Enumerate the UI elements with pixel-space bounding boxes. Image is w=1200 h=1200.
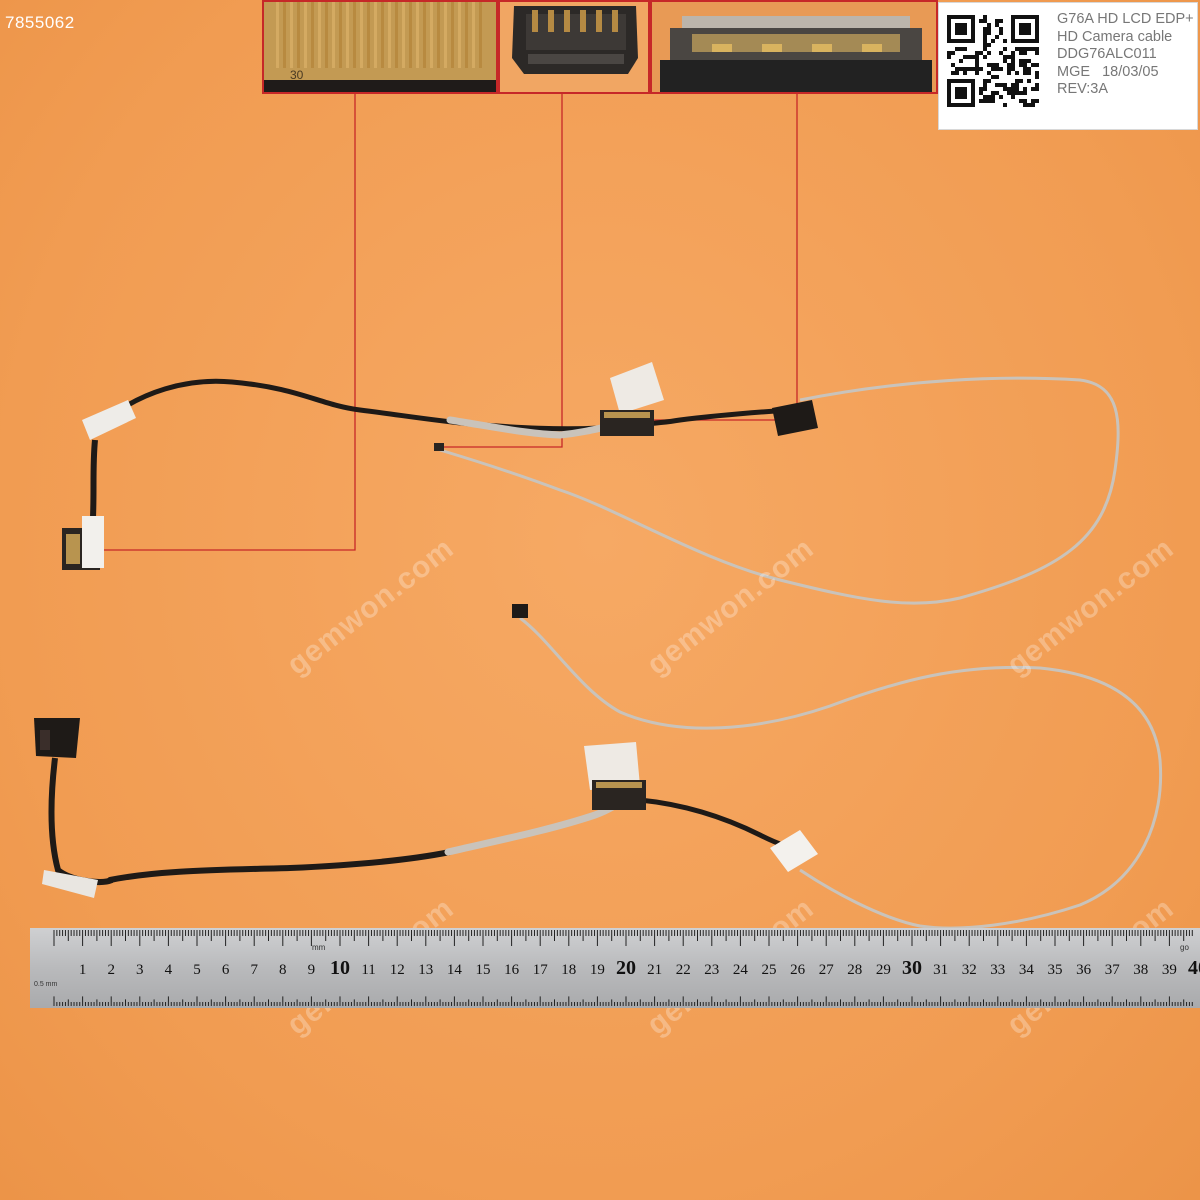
cable-assembly-top [62, 362, 1120, 605]
ruler-number: 12 [390, 962, 405, 978]
ruler-unit: mm [312, 943, 326, 952]
ruler-number: 17 [533, 962, 549, 978]
qr-code [947, 15, 1039, 107]
ruler-number: 15 [476, 962, 491, 978]
ruler-number: 19 [590, 962, 605, 978]
label-part-number: DDG76ALC011 [1057, 46, 1157, 62]
ruler-number: 1 [79, 962, 87, 978]
callout-line-camera [440, 94, 563, 448]
ruler-number: 24 [733, 962, 749, 978]
ruler-number: 37 [1105, 962, 1121, 978]
camera-connector-closeup [498, 0, 650, 94]
ruler-number: 25 [762, 962, 777, 978]
ruler-number: 35 [1048, 962, 1063, 978]
callout-line-lcd-end [90, 94, 356, 551]
label-date: MGE 18/03/05 [1057, 63, 1159, 80]
label-model: G76A HD LCD EDP+ [1057, 11, 1194, 27]
ruler-number: 14 [447, 962, 463, 978]
label-revision: REV:3A [1057, 81, 1109, 97]
callout-line-lcd-board [650, 94, 798, 421]
ruler-number: 3 [136, 962, 144, 978]
connector-pins-closeup: 30 [262, 0, 498, 94]
ruler-number: 26 [790, 962, 806, 978]
ruler-number: 36 [1076, 962, 1092, 978]
ruler-number: 29 [876, 962, 891, 978]
ruler-number: 10 [330, 957, 350, 979]
ruler-number: 6 [222, 962, 230, 978]
lcd-connector-image [652, 2, 936, 92]
cable-assembly-bottom [34, 604, 1163, 930]
ruler-number: 30 [902, 957, 922, 979]
ruler-number: 16 [504, 962, 519, 978]
ruler-number: 13 [418, 962, 433, 978]
ruler-number: 27 [819, 962, 835, 978]
pin-count-mark: 30 [290, 68, 304, 82]
ruler-number: 9 [308, 962, 316, 978]
ruler-number: 21 [647, 962, 662, 978]
ruler-number: 20 [616, 957, 636, 979]
ruler-number: 31 [933, 962, 948, 978]
lcd-connector-closeup [650, 0, 938, 94]
ruler-number: 23 [704, 962, 719, 978]
ruler-scale-mark: 0.5 mm [34, 981, 58, 988]
callout-lines [90, 94, 798, 551]
ruler-number: 34 [1019, 962, 1035, 978]
label-description: HD Camera cable [1057, 28, 1173, 45]
ruler-number: 22 [676, 962, 691, 978]
ruler-number: 5 [193, 962, 201, 978]
ruler-number: 11 [361, 962, 375, 978]
ruler-number: 18 [561, 962, 576, 978]
connector-pins-image: 30 [264, 2, 496, 92]
ruler-number: 2 [107, 962, 115, 978]
ruler-brand-mark: go [1180, 943, 1189, 952]
camera-connector-image [500, 2, 648, 92]
ruler-number: 8 [279, 962, 287, 978]
ruler-number: 33 [990, 962, 1005, 978]
ruler-number: 32 [962, 962, 977, 978]
ruler-number: 38 [1133, 962, 1148, 978]
ruler-number: 40 [1188, 957, 1200, 979]
ruler-number: 39 [1162, 962, 1177, 978]
ruler-number: 4 [165, 962, 173, 978]
product-sku: 7855062 [5, 13, 75, 32]
ruler-number: 7 [250, 962, 258, 978]
ruler-number: 28 [847, 962, 862, 978]
